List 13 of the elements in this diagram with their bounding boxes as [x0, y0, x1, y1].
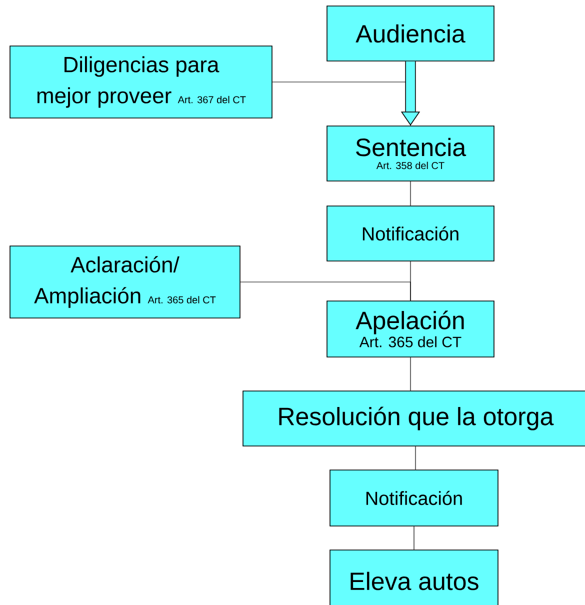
process-box: Eleva autos	[330, 550, 498, 605]
process-box: Apelación Art. 365 del CT	[326, 300, 494, 358]
process-box: Diligencias para mejor proveer Art. 367 del CT	[10, 46, 272, 118]
process-box: Notificación	[330, 470, 498, 526]
process-box: Notificación	[326, 206, 494, 262]
connector-line	[415, 446, 416, 470]
connector-line	[410, 357, 411, 391]
process-box: Audiencia	[326, 6, 494, 62]
process-box: Aclaración/ Ampliación Art. 365 del CT	[10, 246, 240, 318]
process-box: Resolución que la otorga	[242, 390, 585, 446]
connector-line	[410, 261, 411, 301]
process-box: Sentencia Art. 358 del CT	[326, 126, 494, 182]
connector-line	[410, 181, 411, 206]
